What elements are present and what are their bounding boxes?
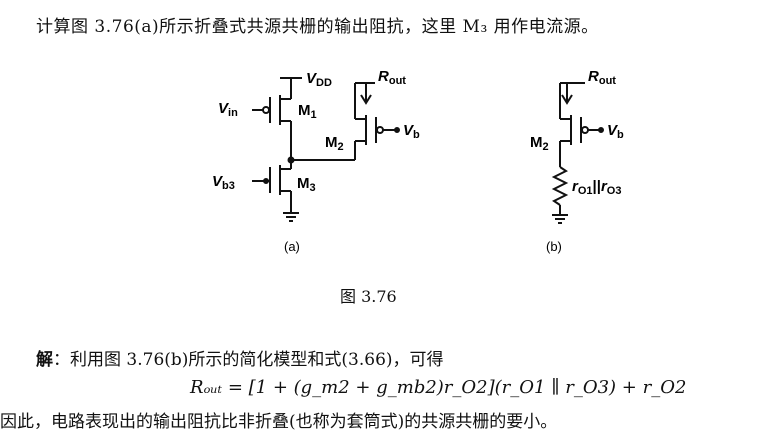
solution-lead: 解 xyxy=(36,350,53,370)
label-vb-b: Vb xyxy=(607,122,624,141)
label-vdd: VDD xyxy=(306,70,332,89)
problem-statement: 计算图 3.76(a)所示折叠式共源共栅的输出阻抗，这里 M₃ 用作电流源。 xyxy=(36,17,599,37)
label-vin: Vin xyxy=(218,100,238,119)
label-m2-a: M2 xyxy=(325,134,344,153)
label-m3: M3 xyxy=(297,175,316,194)
conclusion: 因此，电路表现出的输出阻抗比非折叠(也称为套筒式)的共源共栅的要小。 xyxy=(0,412,558,432)
label-sub-a: (a) xyxy=(284,239,300,254)
label-vb3: Vb3 xyxy=(212,173,235,192)
output-resistance-equation: Rₒᵤₜ = [1 + (g_m2 + g_mb2)r_O2](r_O1 ∥ r… xyxy=(190,377,687,398)
solution-text: ：利用图 3.76(b)所示的简化模型和式(3.66)，可得 xyxy=(53,350,444,370)
label-sub-b: (b) xyxy=(546,239,562,254)
figure-caption: 图 3.76 xyxy=(340,287,397,306)
label-ro1-ro3: rO1||rO3 xyxy=(572,178,621,197)
solution-intro: 解：利用图 3.76(b)所示的简化模型和式(3.66)，可得 xyxy=(36,345,444,370)
circuit-figure: VDD Vin M1 Vb3 M3 M2 Vb Rout (a) Rout M2… xyxy=(212,68,624,254)
label-rout-a: Rout xyxy=(378,68,406,87)
label-m2-b: M2 xyxy=(530,134,549,153)
label-m1: M1 xyxy=(298,102,317,121)
resistor xyxy=(551,166,569,206)
label-vb-a: Vb xyxy=(403,122,420,141)
label-rout-b: Rout xyxy=(588,68,616,87)
